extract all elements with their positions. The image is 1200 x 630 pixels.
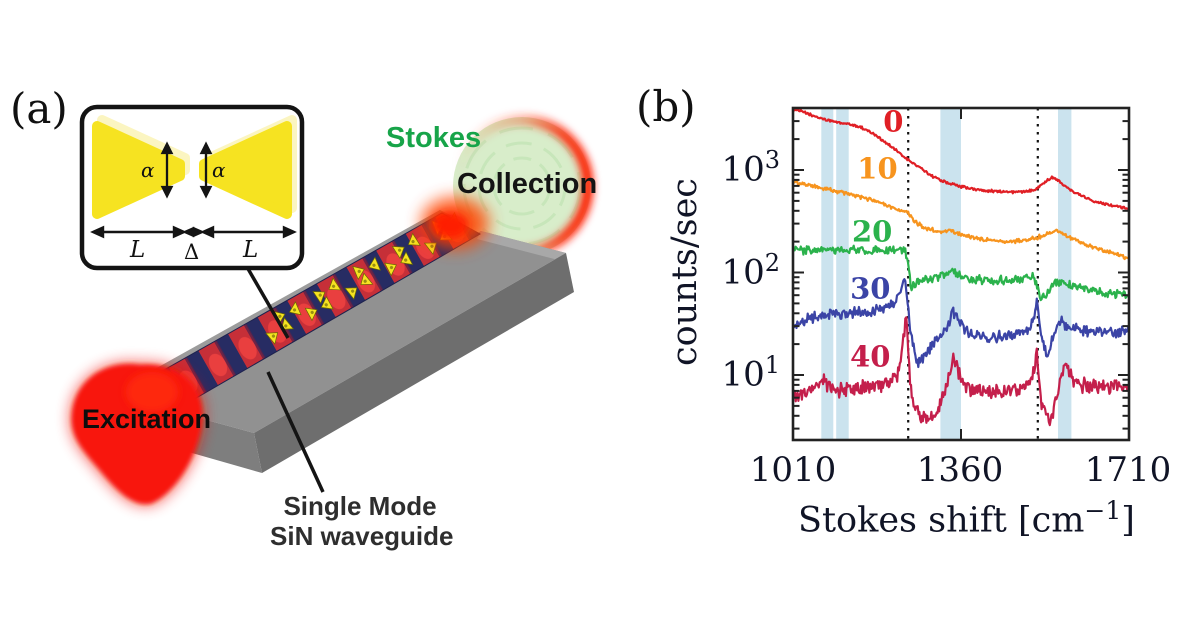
bowtie-antenna xyxy=(265,317,295,345)
bowtie-antenna xyxy=(384,251,414,277)
axis-ticks xyxy=(792,108,1130,440)
panel-a-label: (a) xyxy=(10,84,68,133)
waveguide-label: Single Mode SiN waveguide xyxy=(270,491,454,552)
x-tick-1360: 1360 xyxy=(916,450,1004,490)
bowtie-geometry-inset xyxy=(79,104,305,271)
bowtie-antenna xyxy=(391,232,421,260)
y-tick-1e1: 101 xyxy=(721,351,780,395)
excitation-label: Excitation xyxy=(82,404,212,434)
curve-label-20: 20 xyxy=(852,214,893,249)
dim-L-left-label: L xyxy=(130,237,146,263)
series-20-curve xyxy=(794,244,1128,302)
y-tick-1e3: 103 xyxy=(721,146,780,190)
inset-callout-line xyxy=(245,266,290,339)
bowtie-antenna xyxy=(312,277,342,304)
excitation-beam-blob xyxy=(71,364,203,504)
series-10-curve xyxy=(794,180,1128,261)
collection-label: Collection xyxy=(457,168,598,200)
x-tick-1010: 1010 xyxy=(749,450,837,490)
bowtie-right-triangle xyxy=(199,121,292,219)
x-axis-title: Stokes shift [cm−1] xyxy=(798,496,1135,541)
panel-b-label: (b) xyxy=(636,82,696,131)
waveguide-callout-line xyxy=(266,371,325,493)
bowtie-antenna xyxy=(344,272,374,300)
waveguide-label-line2: SiN waveguide xyxy=(270,520,454,551)
y-tick-1e2: 102 xyxy=(721,249,780,293)
coupling-glow xyxy=(421,197,489,249)
curve-label-30: 30 xyxy=(850,271,891,306)
highlight-band xyxy=(1058,108,1072,440)
alpha-left-label: α xyxy=(141,158,155,182)
waveguide-label-line1: Single Mode xyxy=(283,491,437,521)
bowtie-antenna xyxy=(304,295,334,322)
dim-delta-label: Δ xyxy=(184,240,200,264)
series-30-curve xyxy=(794,278,1128,369)
alpha-angle-arrows xyxy=(160,141,213,199)
bowtie-antenna xyxy=(352,256,381,281)
bowtie-left-triangle xyxy=(92,121,185,219)
alpha-right-label: α xyxy=(212,158,226,182)
y-axis-title: counts/sec xyxy=(665,178,705,366)
x-tick-1710: 1710 xyxy=(1084,450,1172,490)
dimension-arrows xyxy=(90,225,297,239)
stokes-label: Stokes xyxy=(386,122,482,154)
curve-label-0: 0 xyxy=(883,104,904,139)
dim-L-right-label: L xyxy=(243,237,259,263)
curve-label-10: 10 xyxy=(857,151,898,186)
curve-label-40: 40 xyxy=(850,339,891,374)
highlight-band xyxy=(940,108,961,440)
series-40-curve xyxy=(794,316,1128,427)
series-0-curve xyxy=(794,109,1128,210)
